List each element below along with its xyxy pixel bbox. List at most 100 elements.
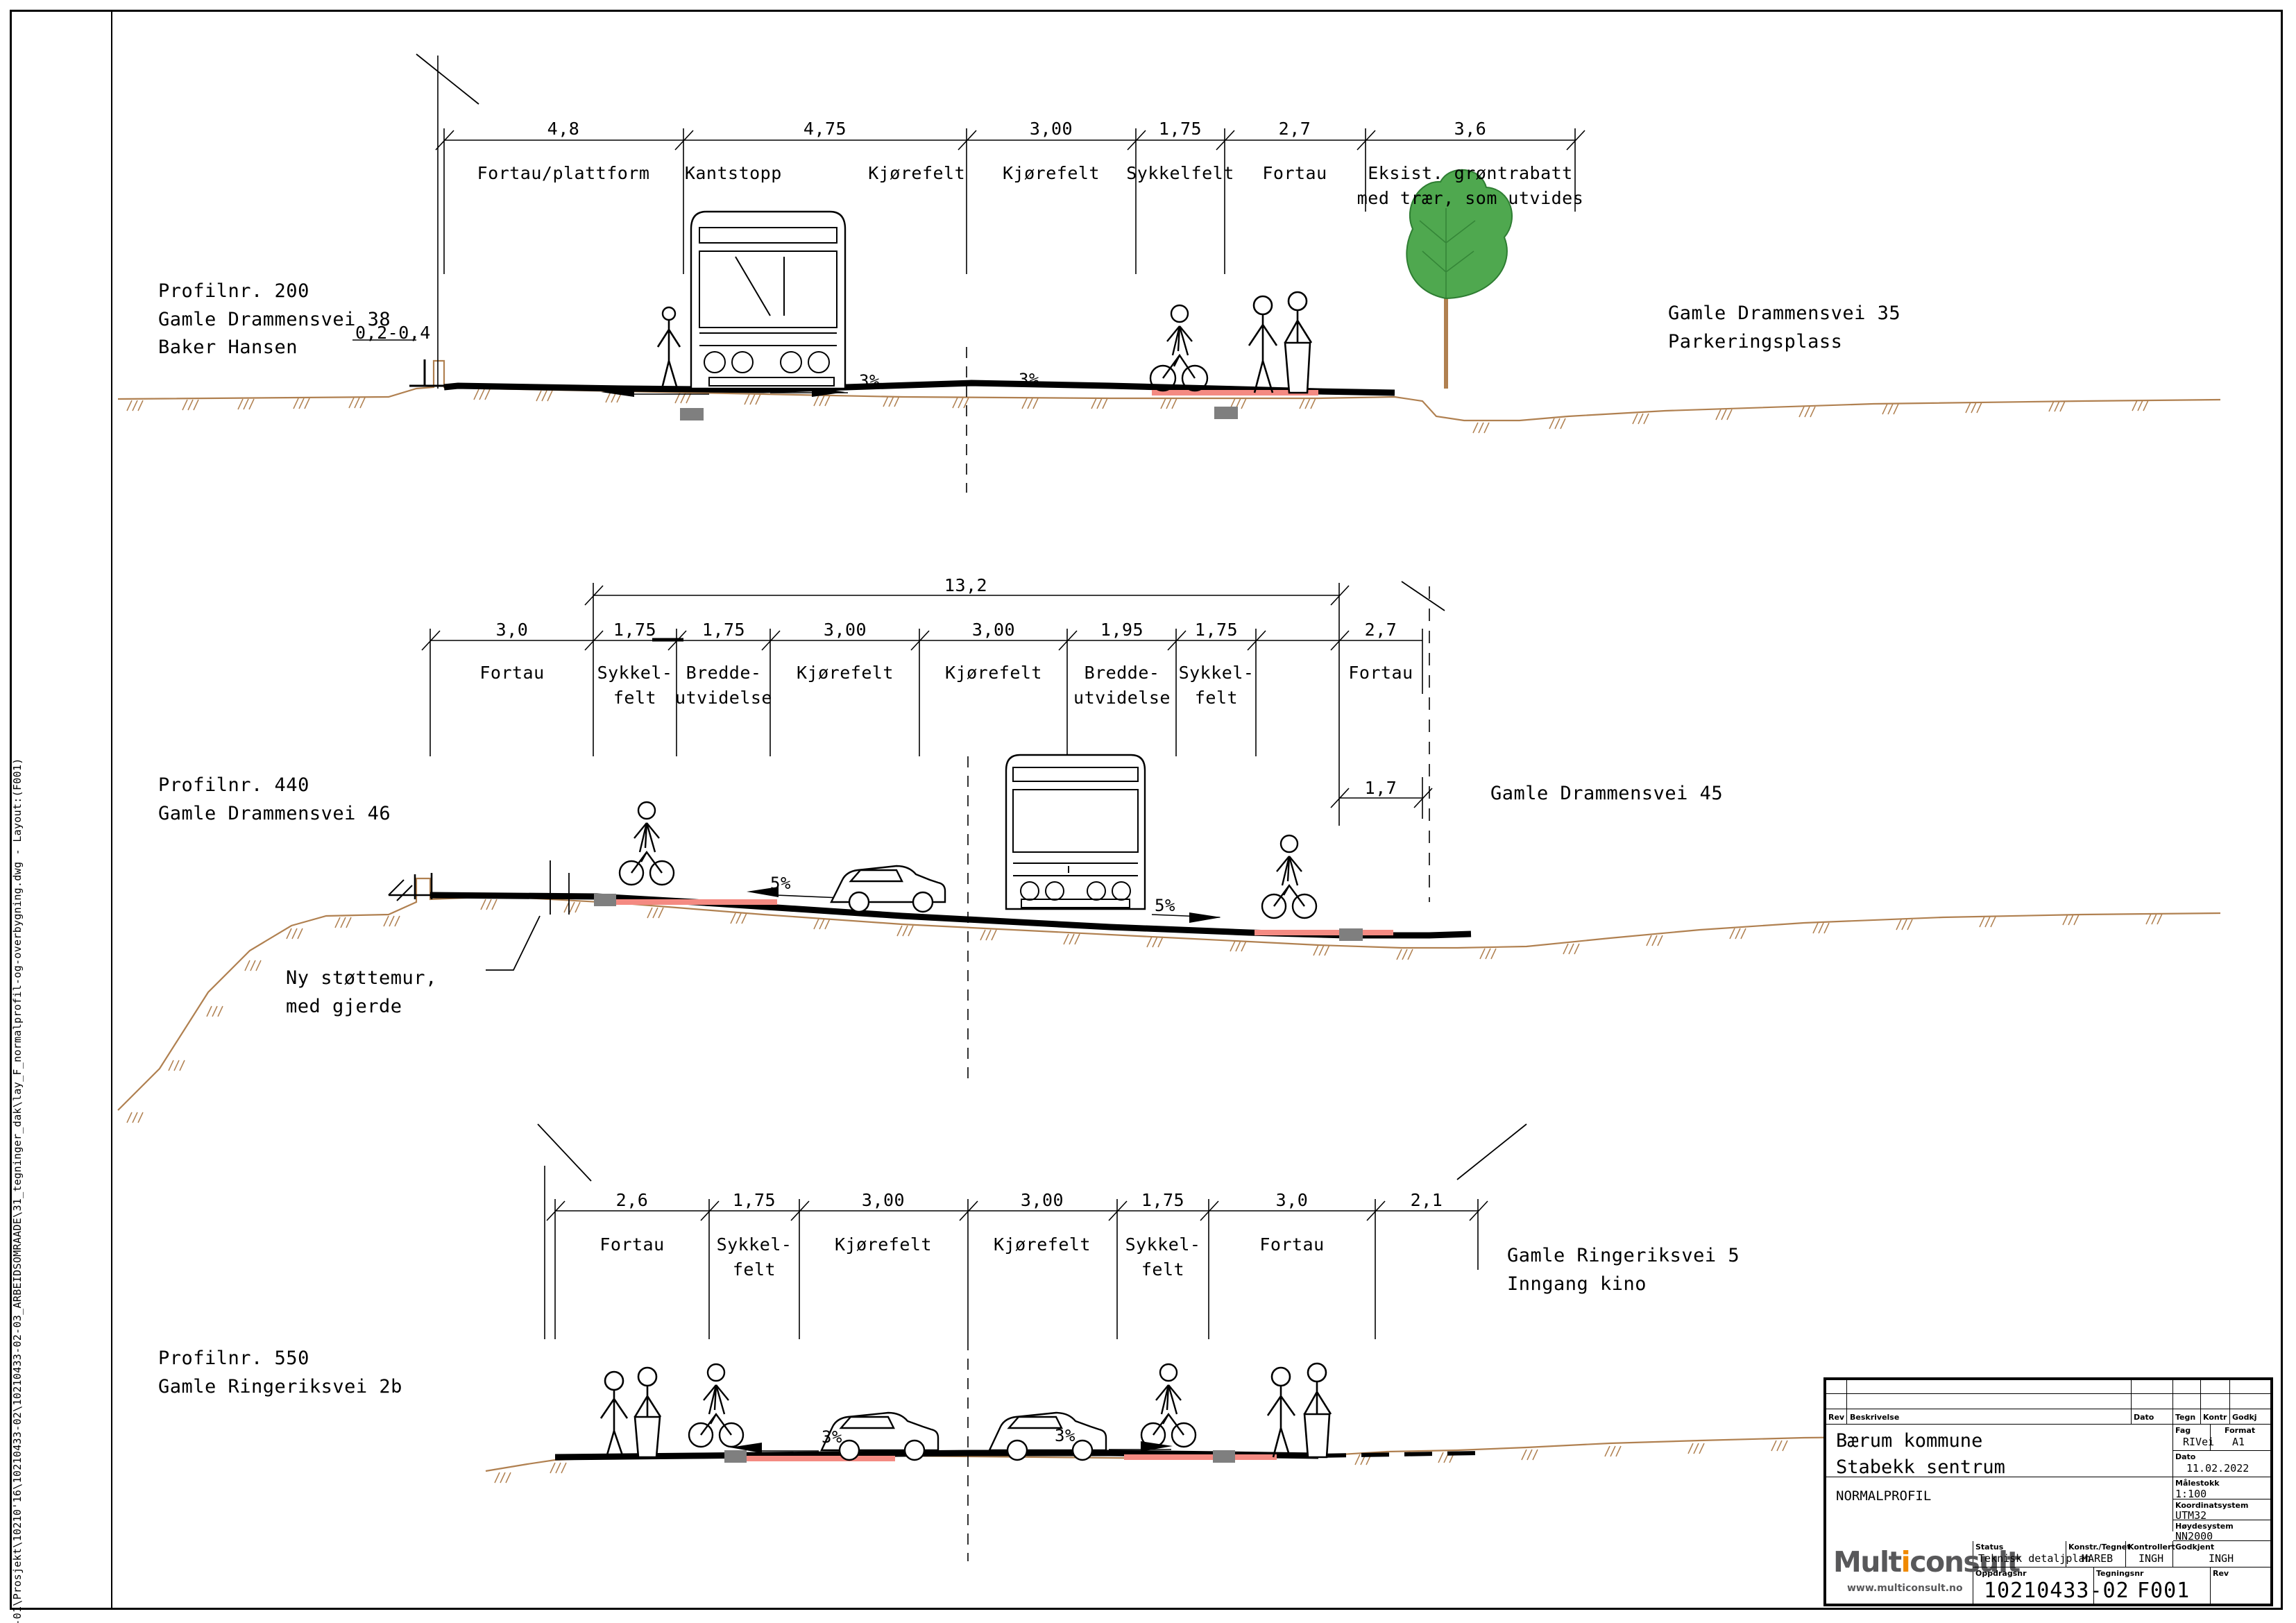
oppdragsnr-cell	[1973, 1567, 2094, 1604]
support-wall-note: Ny støttemur,med gjerde	[286, 967, 437, 1017]
kontrollert-label: Kontrollert	[2128, 1543, 2175, 1552]
rev-row-cell	[2230, 1380, 2270, 1394]
dim-value: 1,75	[1141, 1190, 1185, 1210]
lane-label: Bredde-utvidelse	[675, 663, 772, 708]
rev-row-cell	[1847, 1394, 2132, 1409]
lane-label: Sykkel-felt	[1178, 663, 1255, 708]
client-name: Bærum kommune	[1836, 1430, 1983, 1452]
godkjent-value: INGH	[2209, 1552, 2234, 1565]
dim-value: 3,0	[1275, 1190, 1309, 1210]
koordinatsystem-label: Koordinatsystem	[2175, 1501, 2249, 1510]
kontrollert-value: INGH	[2138, 1552, 2164, 1565]
dato-cell	[2173, 1451, 2270, 1477]
client-project-cell	[1826, 1425, 2173, 1477]
rev-row-cell	[1826, 1380, 1847, 1394]
beskrivelse-column-header: Beskrivelse	[1850, 1413, 1900, 1422]
lane-label: Fortau	[1259, 1234, 1325, 1255]
tegningsnr-label: Tegningsnr	[2096, 1569, 2144, 1578]
oppdragsnr-label: Oppdragsnr	[1975, 1569, 2027, 1578]
dim-value: 3,00	[1029, 119, 1073, 139]
konstr-label: Konstr./Tegnet	[2068, 1543, 2131, 1552]
rev-row-cell	[2230, 1394, 2270, 1409]
dim-value: 4,75	[803, 119, 847, 139]
dim-value: 1,75	[1158, 119, 1202, 139]
status-cell	[1973, 1541, 2066, 1567]
dim-value: 3,00	[971, 620, 1016, 640]
rev-column-header: Rev	[1828, 1413, 1845, 1422]
lane-label: Kjørefelt	[945, 663, 1042, 683]
fag-label: Fag	[2175, 1426, 2191, 1435]
lane-label: Sykkel-felt	[597, 663, 673, 708]
kontrollert-cell	[2126, 1541, 2173, 1567]
rev-row-cell	[1847, 1380, 2132, 1394]
company-url: www.multiconsult.no	[1847, 1583, 1963, 1594]
lane-label: Fortau/plattform	[477, 163, 650, 183]
title-block: Rev Beskrivelse Dato Tegn Kontr Godkj Bæ…	[1823, 1377, 2273, 1606]
lane-label: Kantstopp Kjørefelt	[684, 163, 966, 183]
hoydesystem-value: NN2000	[2175, 1530, 2213, 1543]
dim-value: 3,00	[861, 1190, 905, 1210]
rev-header-cell	[2132, 1409, 2173, 1425]
dim-value: 2,1	[1410, 1190, 1443, 1210]
lane-label: Fortau	[1348, 663, 1413, 683]
project-name: Stabekk sentrum	[1836, 1456, 2005, 1478]
konstr-cell	[2066, 1541, 2126, 1567]
rev-row-cell	[2201, 1394, 2230, 1409]
kerb-height-dim: 0,2-0,4	[355, 323, 431, 343]
hoydesystem-label: Høydesystem	[2175, 1522, 2234, 1531]
malestokk-label: Målestokk	[2175, 1479, 2220, 1488]
koordinatsystem-cell	[2173, 1499, 2270, 1520]
lane-label: Kjørefelt	[1003, 163, 1100, 183]
format-label: Format	[2225, 1426, 2256, 1435]
dim-value: 1,95	[1100, 620, 1144, 640]
drawing-title: NORMALPROFIL	[1836, 1488, 1932, 1504]
lane-label: Sykkelfelt	[1126, 163, 1234, 183]
logo-cell	[1826, 1541, 1973, 1604]
lane-label: Kjørefelt	[797, 663, 894, 683]
dim-value: 2,7	[1364, 620, 1397, 640]
rev-row-cell	[2201, 1380, 2230, 1394]
overall-dim-value: 13,2	[944, 575, 988, 595]
dato-label: Dato	[2175, 1452, 2196, 1461]
status-value: Teknisk detaljplan	[1978, 1552, 2091, 1565]
rev-header-cell	[2201, 1409, 2230, 1425]
dim-value: 3,00	[823, 620, 867, 640]
malestokk-value: 1:100	[2175, 1488, 2207, 1500]
company-logo: Multiconsult	[1833, 1545, 2021, 1579]
lane-label: Kjørefelt	[994, 1234, 1091, 1255]
slope-label: 3%	[859, 371, 880, 391]
rev-row-cell	[2132, 1380, 2173, 1394]
format-value: A1	[2232, 1436, 2245, 1448]
dim-value: 3,6	[1454, 119, 1487, 139]
rev-row-cell	[2173, 1380, 2201, 1394]
tegningsnr-value: F001	[2137, 1579, 2191, 1603]
slope-label: 5%	[1155, 896, 1175, 915]
lane-label: Fortau	[1262, 163, 1327, 183]
dim-value: 3,0	[495, 620, 529, 640]
dim-value: 3,00	[1020, 1190, 1064, 1210]
slope-label: 5%	[770, 874, 791, 893]
slope-label: 3%	[1019, 370, 1039, 389]
sheet-border-inner	[111, 10, 2283, 1610]
status-label: Status	[1975, 1543, 2004, 1552]
lane-label: Sykkel-felt	[716, 1234, 792, 1280]
lane-label: Kjørefelt	[835, 1234, 932, 1255]
rev-row-cell	[1826, 1394, 1847, 1409]
tegn-column-header: Tegn	[2175, 1413, 2196, 1422]
fag-cell	[2173, 1425, 2211, 1451]
malestokk-cell	[2173, 1477, 2270, 1499]
extra-dim-value: 1,7	[1364, 778, 1397, 798]
company-name: Multiconsult	[1833, 1545, 2021, 1579]
tegningsnr-cell	[2094, 1567, 2211, 1604]
dim-value: 2,6	[615, 1190, 649, 1210]
dim-value: 2,7	[1278, 119, 1311, 139]
rev-row-cell	[2173, 1394, 2201, 1409]
lane-label: Fortau	[479, 663, 545, 683]
slope-label: 3%	[822, 1427, 842, 1447]
drawing-title-cell	[1826, 1477, 2173, 1531]
